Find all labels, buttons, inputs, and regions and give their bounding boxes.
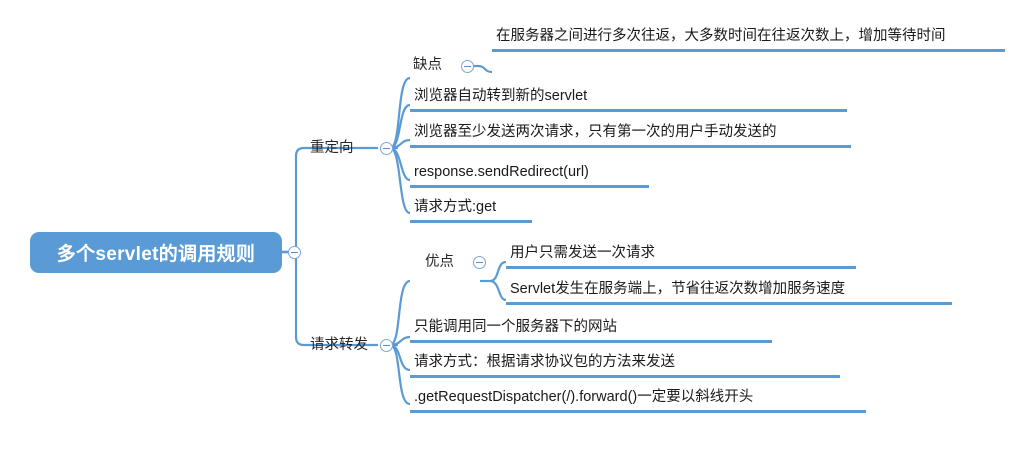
leaf-redirect-3[interactable]: response.sendRedirect(url) [410, 162, 649, 188]
leaf-redirect-4[interactable]: 请求方式:get [410, 197, 532, 223]
leaf-forward-pros-1[interactable]: 用户只需发送一次请求 [506, 243, 856, 269]
branch-label-redirect[interactable]: 重定向 [310, 140, 354, 156]
branch-label-forward-pros[interactable]: 优点 [425, 254, 454, 270]
leaf-redirect-cons-1[interactable]: 在服务器之间进行多次往返，大多数时间在往返次数上，增加等待时间 [492, 26, 1005, 52]
branch-label-redirect-cons[interactable]: 缺点 [413, 57, 442, 73]
leaf-forward-pros-2[interactable]: Servlet发生在服务端上，节省往返次数增加服务速度 [506, 279, 952, 305]
root-collapse-toggle-icon[interactable] [288, 246, 301, 259]
leaf-redirect-1[interactable]: 浏览器自动转到新的servlet [410, 86, 847, 112]
root-node[interactable]: 多个servlet的调用规则 [30, 232, 282, 273]
leaf-redirect-2[interactable]: 浏览器至少发送两次请求，只有第一次的用户手动发送的 [410, 122, 851, 148]
leaf-forward-1[interactable]: 只能调用同一个服务器下的网站 [410, 317, 772, 343]
forward-pros-collapse-toggle-icon[interactable] [473, 256, 486, 269]
forward-collapse-toggle-icon[interactable] [380, 339, 393, 352]
leaf-forward-2[interactable]: 请求方式：根据请求协议包的方法来发送 [410, 352, 840, 378]
redirect-cons-collapse-toggle-icon[interactable] [461, 60, 474, 73]
leaf-forward-3[interactable]: .getRequestDispatcher(/).forward()一定要以斜线… [410, 387, 866, 413]
redirect-collapse-toggle-icon[interactable] [380, 142, 393, 155]
branch-label-forward[interactable]: 请求转发 [310, 337, 368, 353]
root-node-label: 多个servlet的调用规则 [56, 244, 256, 265]
